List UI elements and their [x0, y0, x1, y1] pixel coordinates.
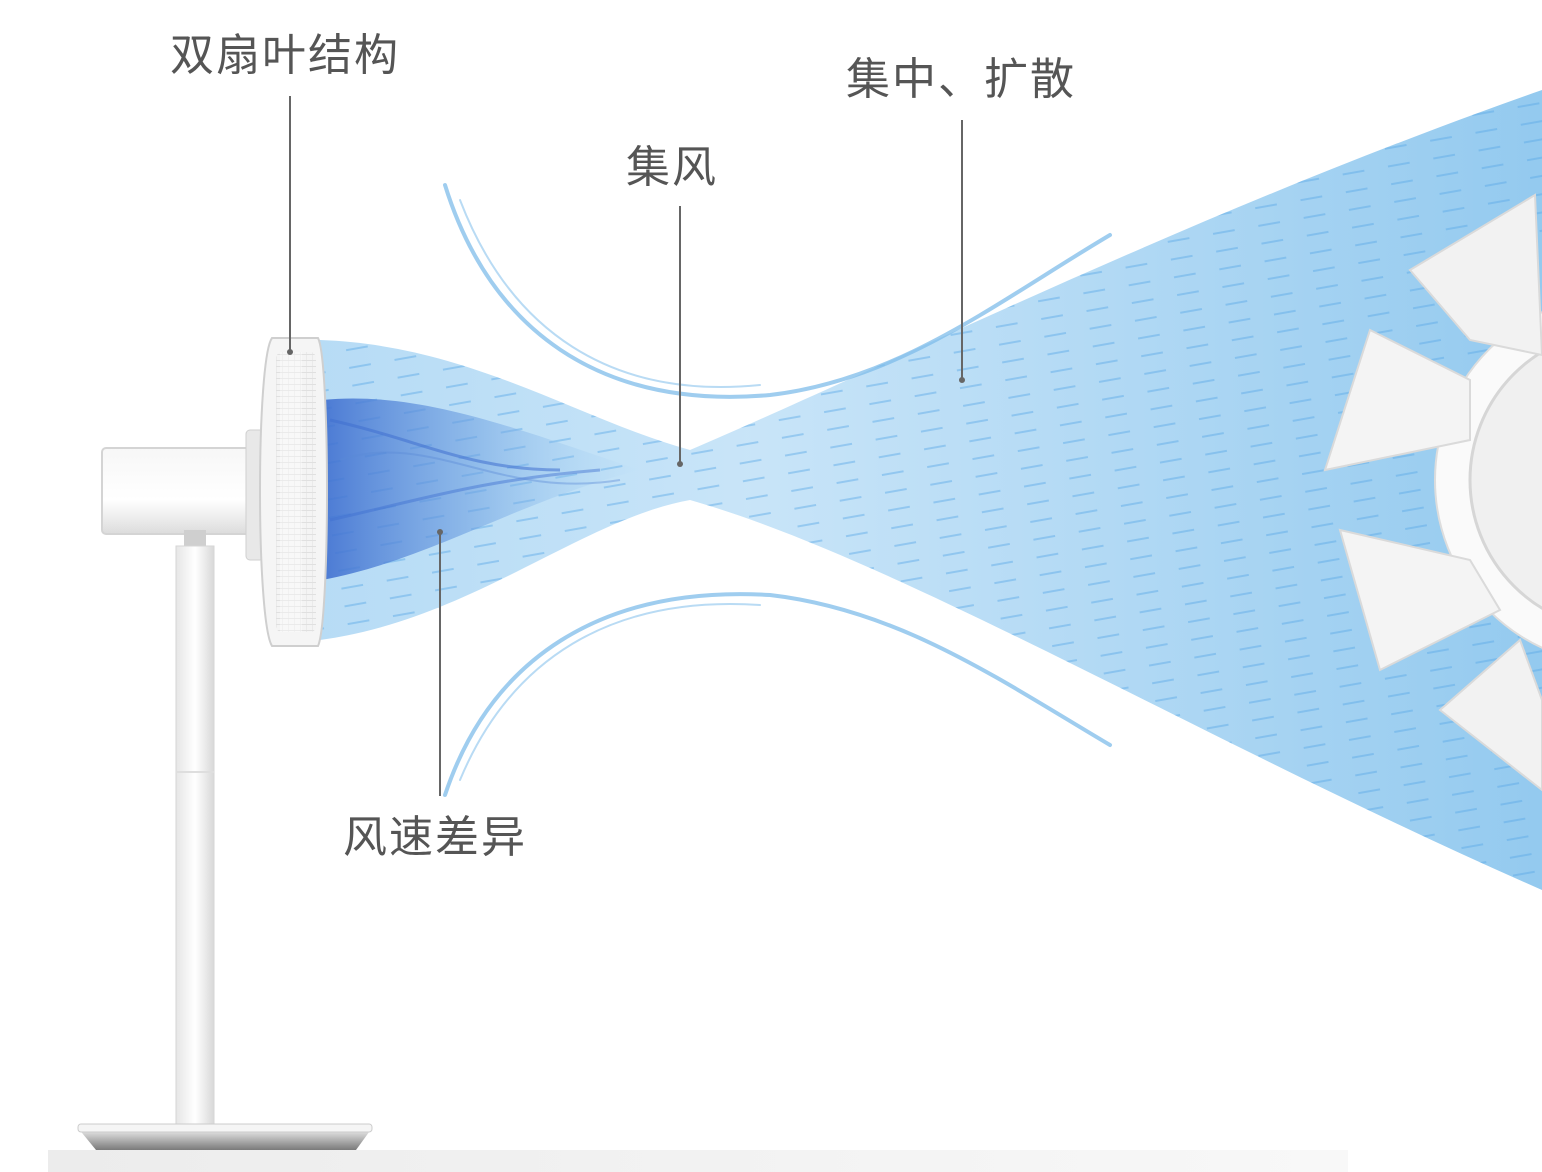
airflow-swirl — [339, 451, 621, 485]
leader-lines — [287, 96, 965, 796]
airflow-beam — [320, 90, 1542, 890]
fan-pole — [175, 545, 215, 1131]
callout-wind-speed-difference: 风速差异 — [343, 812, 527, 863]
standing-fan-icon — [77, 337, 373, 1150]
airflow-swirl — [329, 468, 601, 522]
callout-dual-blade-structure: 双扇叶结构 — [170, 30, 400, 81]
airflow-core — [322, 398, 640, 580]
callout-concentrated-wind: 集风 — [626, 142, 718, 193]
fan-base — [78, 1128, 372, 1150]
pole-joint — [184, 530, 206, 548]
fan-grill — [276, 352, 316, 632]
callout-focus-diffuse: 集中、扩散 — [846, 54, 1076, 105]
outer-streams — [443, 183, 1112, 797]
floor-strip — [48, 1150, 1348, 1172]
airflow-streaks — [320, 90, 1542, 890]
fan-blade-icon — [1323, 193, 1542, 792]
airflow-swirl — [329, 418, 561, 472]
fan-arm — [101, 447, 253, 535]
